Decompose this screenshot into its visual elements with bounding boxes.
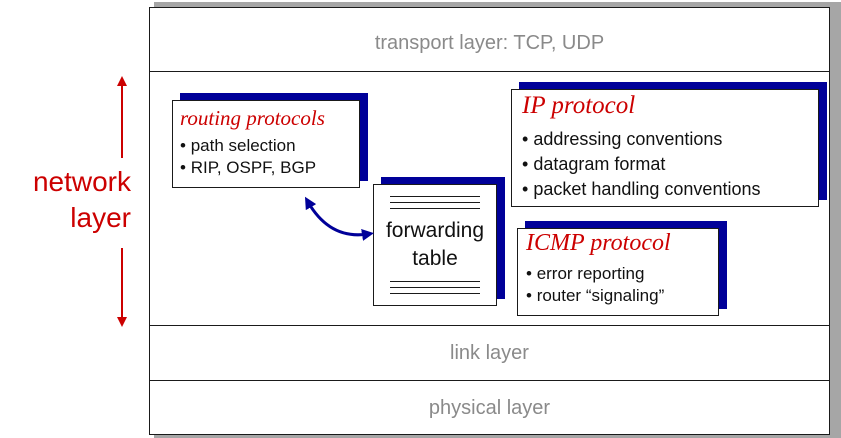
ip-protocol-box: IP protocol addressing conventions datag… [511,89,819,207]
icmp-protocol-title: ICMP protocol [526,230,671,256]
forwarding-table-label-line1: forwarding [385,219,485,242]
routing-protocols-list: path selection RIP, OSPF, BGP [180,135,316,179]
table-line [390,287,480,288]
table-line [390,196,480,197]
list-item: datagram format [522,152,760,177]
table-line [390,208,480,209]
routing-protocols-title: routing protocols [180,106,325,130]
divider-transport-network [149,71,830,72]
icmp-protocol-box: ICMP protocol error reporting router “si… [517,228,719,316]
ip-protocol-list: addressing conventions datagram format p… [522,127,760,202]
network-layer-label-line2: layer [70,202,131,233]
forwarding-table-label-line2: table [412,247,458,270]
list-item: packet handling conventions [522,177,760,202]
list-item: addressing conventions [522,127,760,152]
list-item: router “signaling” [526,285,665,307]
icmp-protocol-list: error reporting router “signaling” [526,263,665,307]
physical-layer-label: physical layer [428,397,551,419]
transport-layer-label: transport layer: TCP, UDP [374,32,605,54]
divider-network-link [149,325,830,326]
routing-protocols-box: routing protocols path selection RIP, OS… [172,100,360,188]
ip-protocol-title: IP protocol [522,92,636,119]
table-line [390,293,480,294]
list-item: path selection [180,135,316,157]
network-layer-label-line1: network [32,166,131,197]
list-item: error reporting [526,263,664,285]
list-item: RIP, OSPF, BGP [180,157,316,179]
forwarding-table-box: forwarding table [373,184,497,306]
table-line [390,281,480,282]
routing-to-forwarding-arrow [304,196,374,241]
divider-link-physical [149,380,830,381]
table-line [390,202,480,203]
link-layer-label: link layer [450,342,529,364]
